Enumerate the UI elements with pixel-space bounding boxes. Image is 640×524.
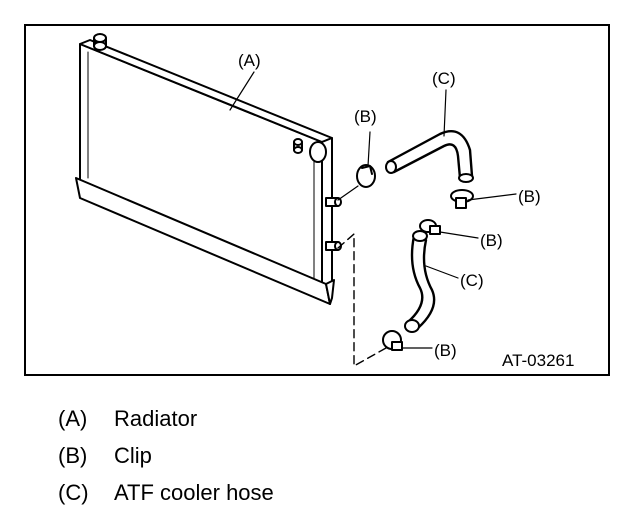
atf-cooler-hose-upper [385, 130, 474, 183]
clip-lower-upper [419, 219, 479, 239]
leader-hose-upper [443, 89, 447, 137]
radiator [75, 33, 342, 305]
callout-radiator: (A) [238, 51, 261, 70]
legend-item: (A) Radiator [58, 400, 274, 437]
clip-lower [382, 330, 433, 351]
callout-hose-lower: (C) [460, 271, 484, 290]
legend-key: (A) [58, 405, 88, 431]
figure-id: AT-03261 [502, 351, 574, 370]
callout-clip-lower-upper: (B) [480, 231, 503, 250]
callout-hose-upper: (C) [432, 69, 456, 88]
legend-item: (C) ATF cooler hose [58, 474, 274, 511]
callout-clip-lower: (B) [434, 341, 457, 360]
diagram-frame: (A) (B) (C) (B) (B) (C) (B) AT-03261 [24, 24, 610, 376]
callout-clip-upper-right: (B) [518, 187, 541, 206]
radiator-diagram: (A) (B) (C) (B) (B) (C) (B) AT-03261 [75, 33, 574, 370]
leader-radiator [229, 71, 255, 111]
legend: (A) Radiator (B) Clip (C) ATF cooler hos… [58, 400, 274, 511]
legend-key: (C) [58, 479, 89, 505]
routing-dash-line [337, 233, 387, 367]
legend-text: ATF cooler hose [114, 479, 274, 505]
clip-upper-left [337, 164, 376, 201]
atf-cooler-hose-lower [404, 230, 459, 333]
legend-key: (B) [58, 442, 88, 468]
legend-text: Radiator [114, 405, 198, 431]
callout-clip-upper-left: (B) [354, 107, 377, 126]
leader-clip-upper-left [367, 131, 371, 167]
legend-text: Clip [114, 442, 152, 468]
legend-item: (B) Clip [58, 437, 274, 474]
clip-upper-right [450, 189, 517, 209]
